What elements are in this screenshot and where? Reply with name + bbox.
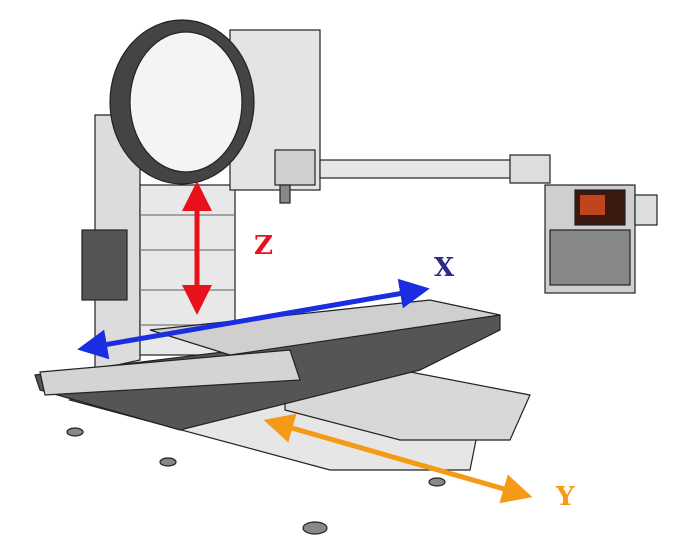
x-axis-label: X xyxy=(434,253,455,283)
z-axis-label: Z xyxy=(254,231,273,261)
electrical-cabinet xyxy=(81,229,128,301)
x-axis-arrow xyxy=(77,278,430,360)
y-axis-arrow xyxy=(263,413,533,504)
spindle xyxy=(279,184,291,204)
pendant-arm xyxy=(319,159,541,179)
y-axis-label: Y xyxy=(555,482,575,512)
